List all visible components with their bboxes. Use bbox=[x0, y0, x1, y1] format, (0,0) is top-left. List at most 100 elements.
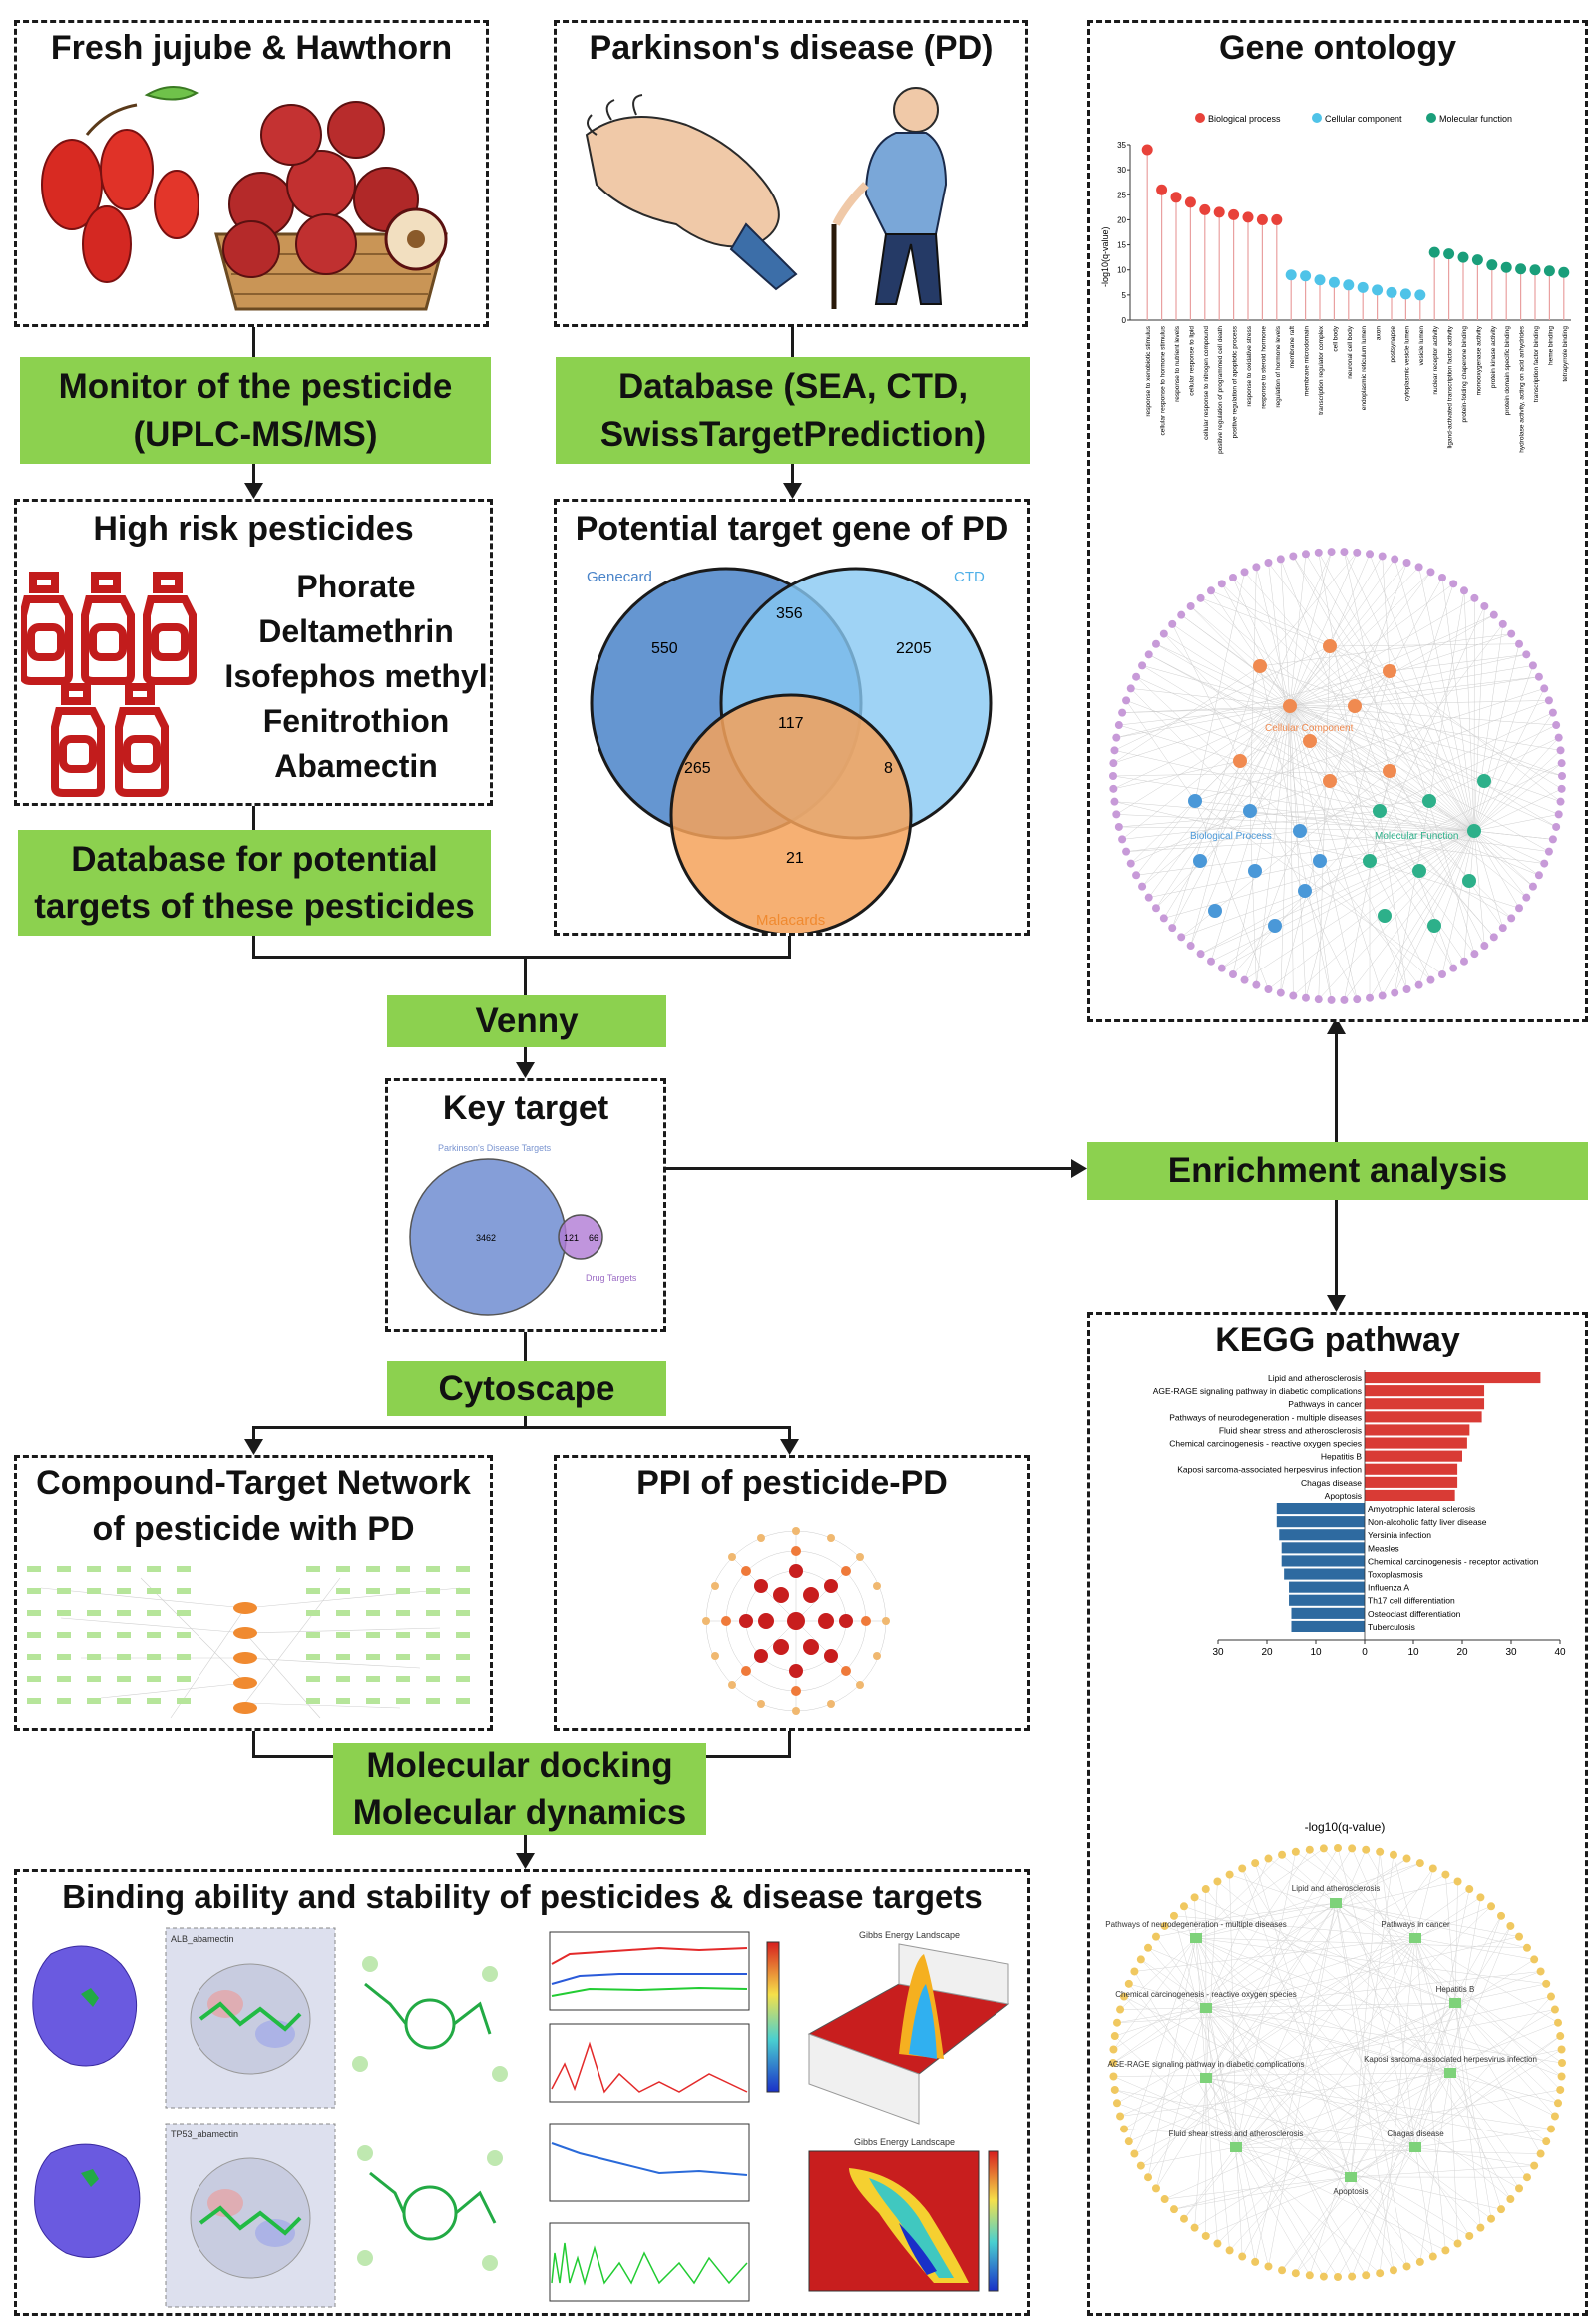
network-edge bbox=[1449, 2072, 1547, 2142]
network-node bbox=[1557, 784, 1566, 793]
network-edge bbox=[1289, 705, 1561, 751]
go-lollipop-point bbox=[1300, 270, 1312, 282]
venn-count-ctd-malacards: 8 bbox=[884, 760, 893, 777]
docking-dynamics-panels: ALB_abamectin TP53_abamectin bbox=[32, 1927, 1010, 2308]
go-term-label: cellular response to hormone stimulus bbox=[1160, 325, 1167, 435]
network-node bbox=[1122, 696, 1131, 705]
network-node bbox=[1144, 650, 1153, 659]
network-edge bbox=[1210, 590, 1291, 707]
go-network-graph: Cellular Component Biological Process Mo… bbox=[1109, 548, 1566, 1004]
pesticide-item: Fenitrothion bbox=[262, 703, 450, 739]
go-legend-mf: Molecular function bbox=[1439, 114, 1512, 124]
go-net-bp-label: Biological Process bbox=[1190, 831, 1272, 842]
network-node bbox=[1225, 1870, 1234, 1879]
network-edge bbox=[1337, 1847, 1416, 2148]
network-node bbox=[1554, 2099, 1563, 2108]
network-node bbox=[1389, 2266, 1397, 2275]
network-node bbox=[1109, 784, 1118, 793]
kegg-net-label: AGE-RAGE signaling pathway in diabetic c… bbox=[1108, 2060, 1305, 2069]
network-node bbox=[1558, 772, 1566, 780]
network-edge bbox=[1116, 2007, 1207, 2023]
network-edge bbox=[1244, 830, 1475, 980]
network-node bbox=[1557, 2045, 1566, 2054]
network-edge bbox=[1289, 676, 1539, 707]
key-venn-set-b bbox=[558, 1214, 603, 1260]
fel-title-1: Gibbs Energy Landscape bbox=[859, 1930, 960, 1940]
go-term-label: membrane raft bbox=[1289, 326, 1296, 368]
network-node bbox=[1186, 942, 1195, 951]
network-edge bbox=[1135, 800, 1196, 876]
kegg-bar bbox=[1281, 1555, 1365, 1567]
network-edge bbox=[1205, 2077, 1552, 2130]
network-node bbox=[1391, 555, 1399, 564]
key-target-venn: Parkinson's Disease Targets 3462 121 66 … bbox=[409, 1143, 637, 1316]
network-node bbox=[1114, 822, 1123, 831]
network-edge bbox=[1249, 572, 1431, 812]
network-node bbox=[1348, 2272, 1357, 2281]
key-target-title: Key target bbox=[442, 1089, 609, 1127]
network-edge bbox=[1289, 665, 1533, 707]
network-edge bbox=[1113, 705, 1291, 790]
network-node bbox=[1305, 1845, 1314, 1854]
network-edge bbox=[1289, 705, 1527, 898]
network-node bbox=[1190, 2223, 1199, 2232]
network-node bbox=[1438, 969, 1447, 978]
network-edge bbox=[1229, 2002, 1456, 2251]
network-edge bbox=[1121, 705, 1291, 840]
network-edge bbox=[1164, 1902, 1337, 1927]
pesticide-item: Deltamethrin bbox=[258, 613, 454, 649]
network-edge bbox=[1259, 665, 1563, 777]
network-node bbox=[1278, 1850, 1287, 1859]
go-term-label: transcription regulator complex bbox=[1318, 325, 1325, 415]
go-lollipop-point bbox=[1156, 184, 1168, 195]
network-edge bbox=[1254, 1863, 1352, 2178]
network-node bbox=[1449, 580, 1458, 588]
network-edge bbox=[1205, 2077, 1339, 2278]
network-edge bbox=[1259, 552, 1358, 667]
network-node bbox=[1428, 1864, 1437, 1873]
kegg-bar bbox=[1289, 1581, 1365, 1593]
network-edge bbox=[1221, 583, 1291, 707]
network-edge bbox=[1299, 830, 1545, 864]
network-edge bbox=[1289, 705, 1407, 990]
go-title: Gene ontology bbox=[1219, 29, 1456, 67]
network-node bbox=[1540, 859, 1549, 868]
network-edge bbox=[1414, 1937, 1559, 2023]
network-edge bbox=[1289, 705, 1550, 852]
network-edge bbox=[1239, 551, 1332, 762]
network-edge bbox=[1289, 705, 1563, 777]
network-edge bbox=[1268, 1858, 1337, 1904]
database-line1: Database (SEA, CTD, bbox=[617, 367, 969, 407]
network-edge bbox=[1344, 551, 1475, 832]
network-edge bbox=[1428, 737, 1559, 802]
network-edge bbox=[1141, 705, 1291, 887]
network-node bbox=[1179, 1902, 1188, 1911]
network-node bbox=[1550, 2005, 1559, 2014]
kegg-bar bbox=[1284, 1568, 1365, 1580]
network-node bbox=[1213, 1877, 1222, 1886]
network-edge bbox=[1200, 597, 1475, 832]
network-edge bbox=[1318, 830, 1475, 1000]
network-edge bbox=[1414, 2146, 1470, 2237]
network-edge bbox=[1155, 1902, 1337, 1937]
network-node bbox=[1217, 964, 1226, 972]
network-node bbox=[1109, 759, 1118, 768]
kegg-bar bbox=[1365, 1385, 1485, 1397]
network-node bbox=[1177, 933, 1186, 942]
go-term-label: monooxygenase activity bbox=[1475, 325, 1482, 395]
network-edge bbox=[1164, 2072, 1451, 2200]
kegg-xtick-label: 10 bbox=[1407, 1647, 1419, 1658]
network-edge bbox=[1305, 670, 1391, 998]
network-edge bbox=[1369, 762, 1562, 862]
network-edge bbox=[1259, 665, 1494, 938]
docking-line1: Molecular docking bbox=[366, 1745, 673, 1785]
network-edge bbox=[1200, 597, 1331, 647]
network-edge bbox=[1113, 665, 1261, 764]
pesticide-item: Isofephos methyl bbox=[224, 658, 488, 694]
network-node bbox=[1515, 904, 1524, 913]
network-edge bbox=[1123, 2129, 1416, 2148]
docking-step: Molecular docking Molecular dynamics bbox=[333, 1743, 706, 1835]
network-node bbox=[1453, 2239, 1462, 2248]
go-ytick-label: 25 bbox=[1117, 191, 1126, 199]
network-edge bbox=[1428, 800, 1534, 887]
